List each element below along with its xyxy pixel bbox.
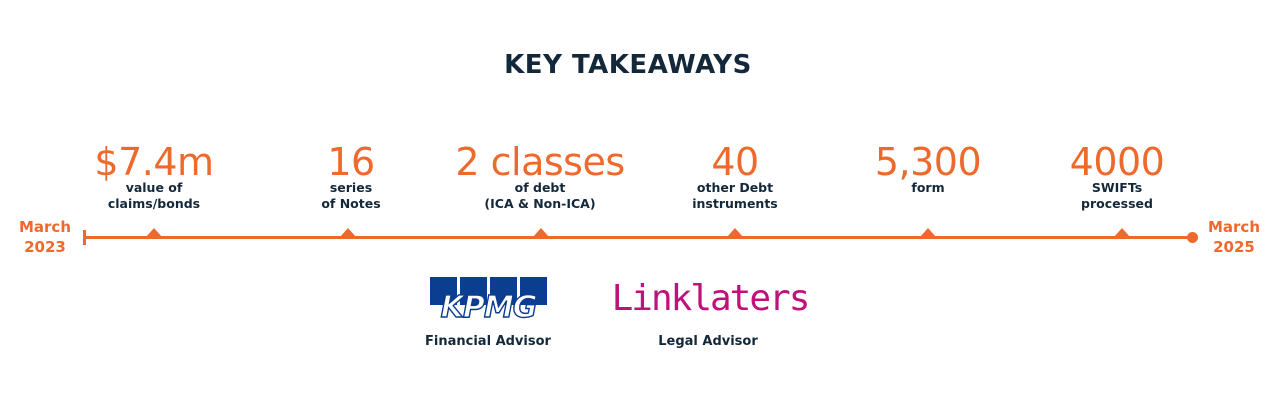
stat-value: 2 classes bbox=[455, 140, 625, 184]
timeline-start-label: March 2023 bbox=[10, 217, 80, 257]
timeline-marker bbox=[146, 228, 162, 237]
timeline-end-dot bbox=[1187, 232, 1198, 243]
linklaters-logo: Linklaters bbox=[611, 278, 811, 319]
kpmg-logo: KPMG bbox=[430, 277, 547, 325]
stat-debt-classes: 2 classes of debt (ICA & Non-ICA) bbox=[410, 140, 670, 212]
stat-claims: $7.4m value of claims/bonds bbox=[24, 140, 284, 212]
stat-forms: 5,300 form bbox=[798, 140, 1058, 196]
stat-description: series of Notes bbox=[321, 180, 381, 211]
timeline-marker bbox=[727, 228, 743, 237]
financial-advisor-label: Financial Advisor bbox=[425, 334, 551, 349]
stat-swifts: 4000 SWIFTs processed bbox=[987, 140, 1247, 212]
timeline-marker bbox=[920, 228, 936, 237]
timeline-marker bbox=[340, 228, 356, 237]
timeline-end-text: March 2025 bbox=[1207, 218, 1261, 256]
stat-value: 4000 bbox=[1069, 140, 1165, 184]
stat-value: $7.4m bbox=[94, 140, 214, 184]
stat-value: 40 bbox=[711, 140, 759, 184]
timeline-end-label: March 2025 bbox=[1199, 217, 1269, 257]
timeline-marker bbox=[1114, 228, 1130, 237]
stat-description: of debt (ICA & Non-ICA) bbox=[484, 180, 596, 211]
timeline-line bbox=[84, 236, 1192, 239]
stat-value: 5,300 bbox=[874, 140, 982, 184]
kpmg-logo-text: KPMG bbox=[440, 290, 538, 325]
stat-description: SWIFTs processed bbox=[1081, 180, 1153, 211]
page-title: KEY TAKEAWAYS bbox=[504, 50, 752, 80]
timeline-start-text: March 2023 bbox=[18, 218, 72, 256]
legal-advisor-label: Legal Advisor bbox=[658, 334, 758, 349]
stat-value: 16 bbox=[327, 140, 375, 184]
stat-notes: 16 series of Notes bbox=[221, 140, 481, 212]
stat-debt-instruments: 40 other Debt instruments bbox=[605, 140, 865, 212]
stat-description: form bbox=[911, 180, 945, 195]
stat-description: value of claims/bonds bbox=[107, 180, 201, 211]
timeline-marker bbox=[533, 228, 549, 237]
stat-description: other Debt instruments bbox=[692, 180, 778, 211]
